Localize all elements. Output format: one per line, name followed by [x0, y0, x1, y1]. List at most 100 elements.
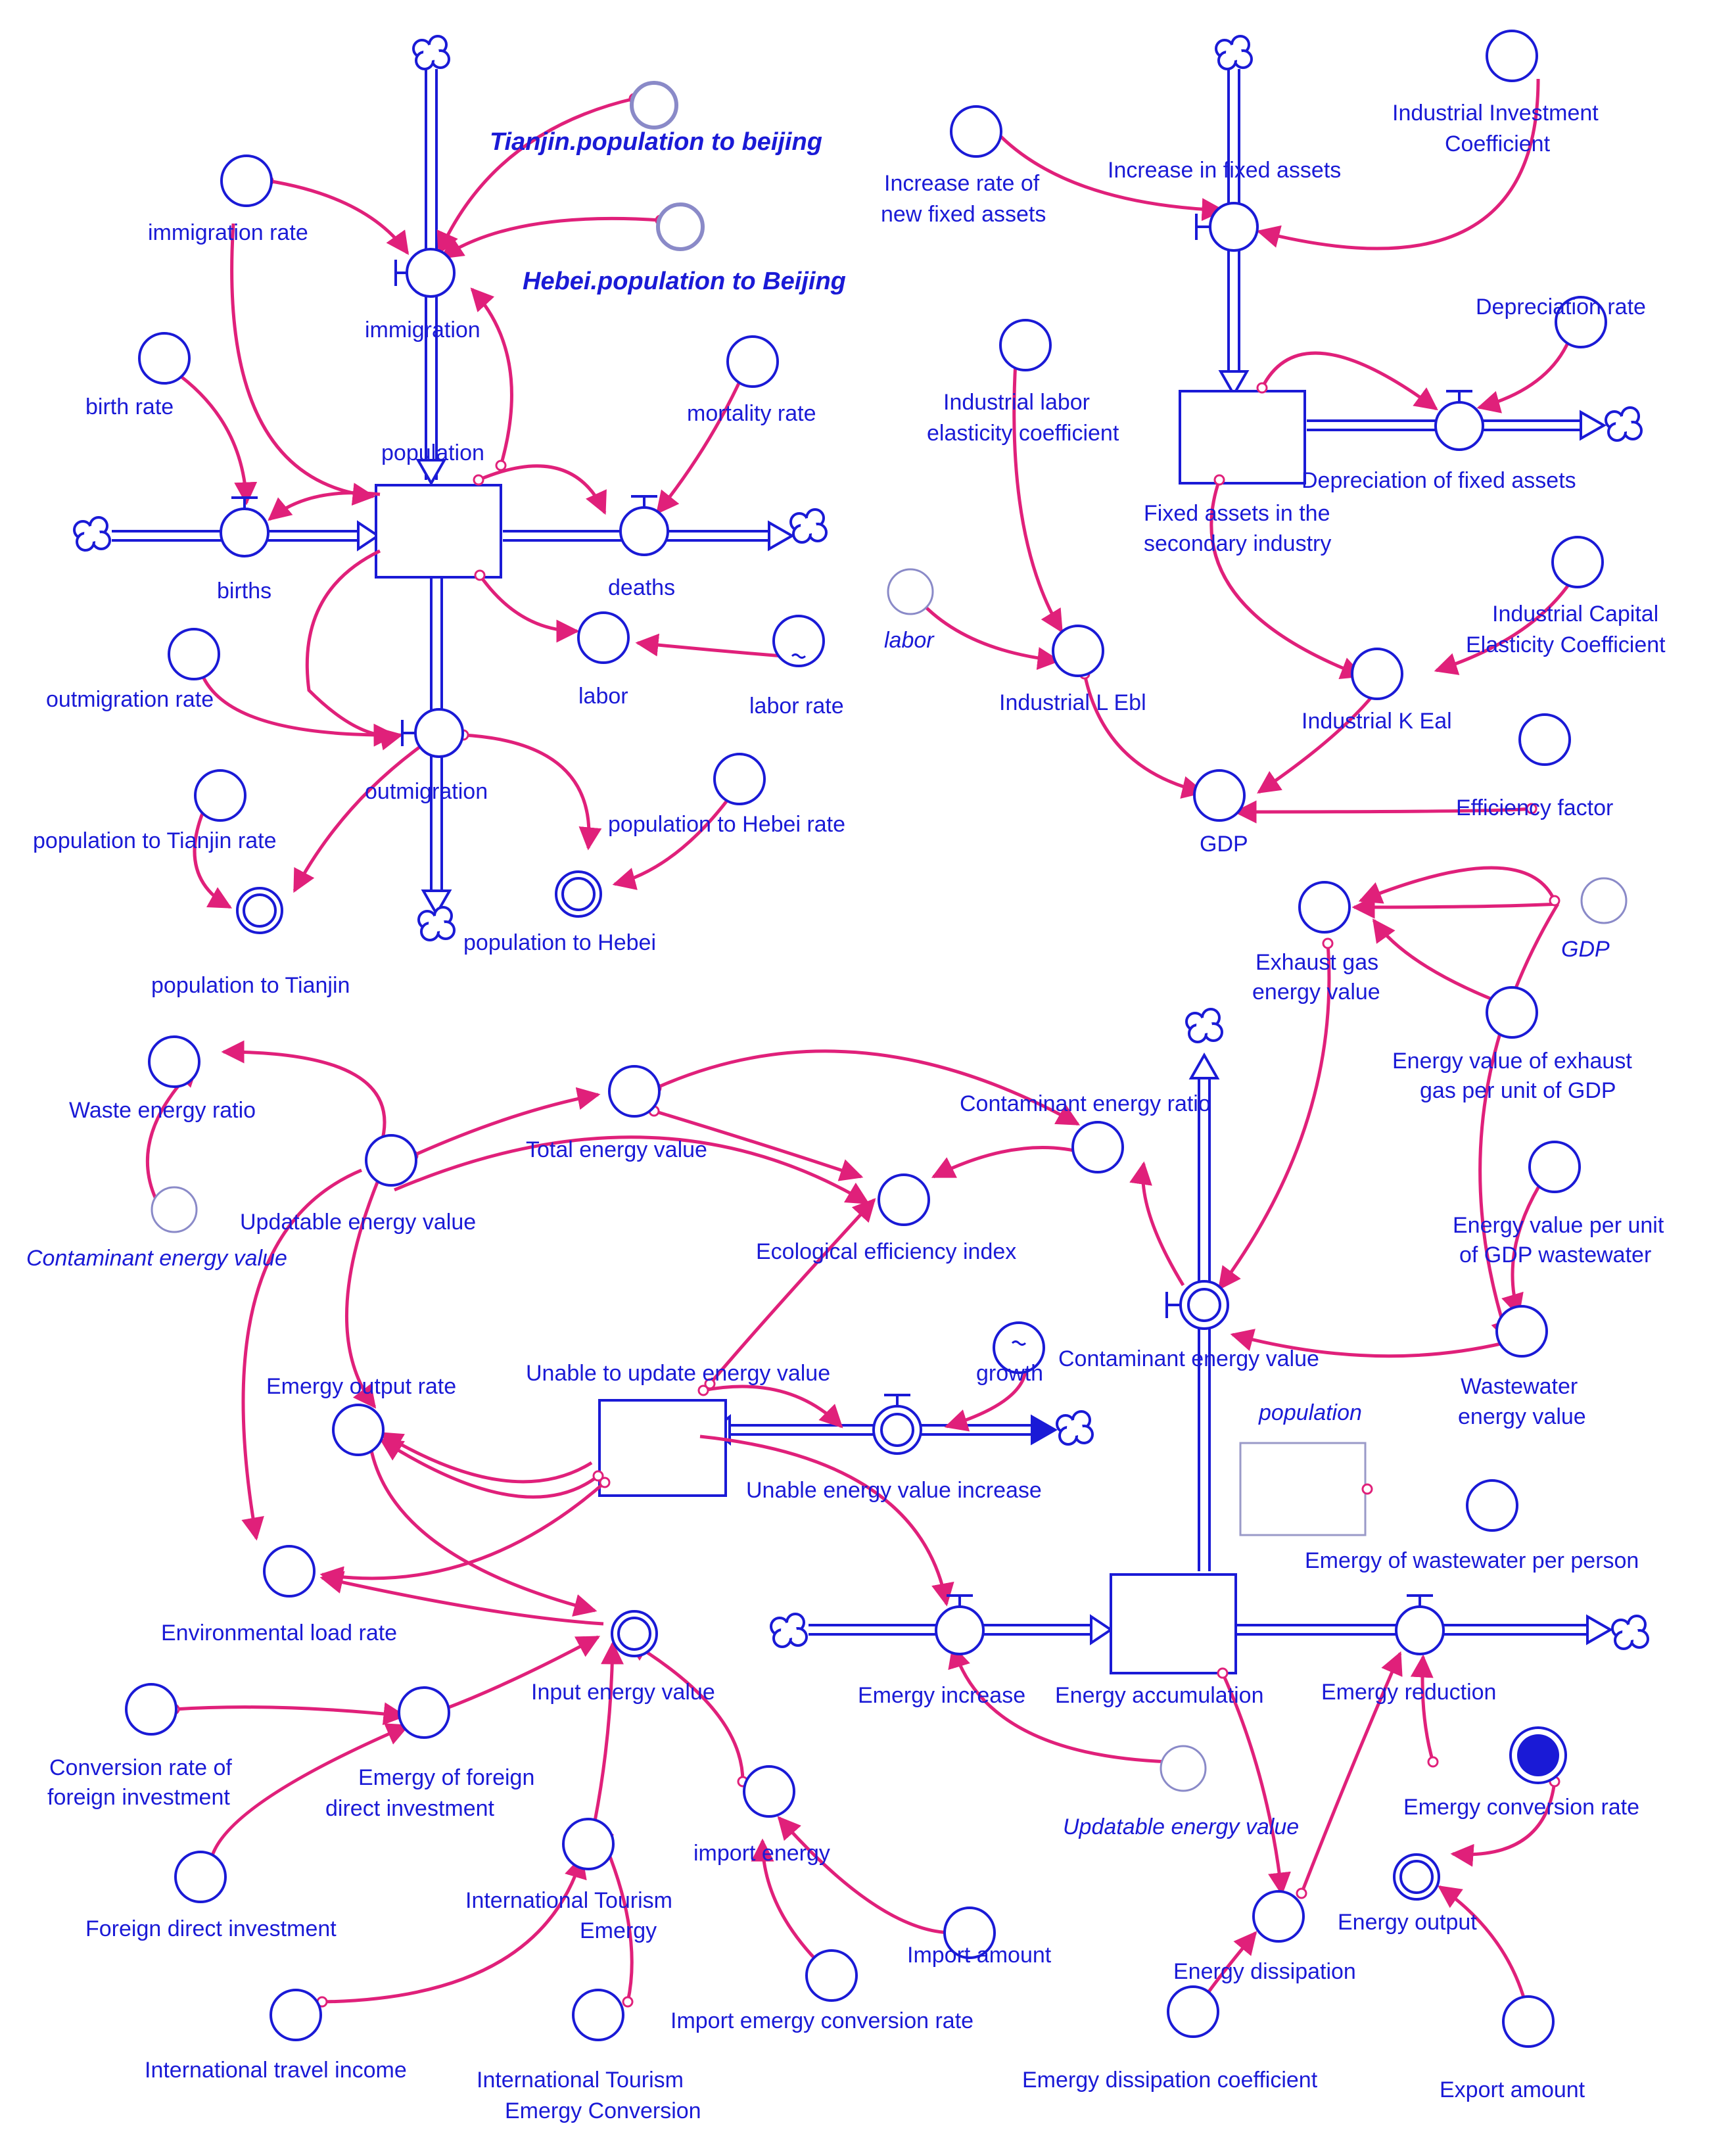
label-energy-exhaust-l1: Energy value of exhaust [1392, 1049, 1632, 1074]
label-foreign-direct-investment: Foreign direct investment [85, 1916, 337, 1941]
flow-arrowheads [357, 370, 1614, 1646]
valve-deaths [619, 495, 669, 556]
valve-increase-fixed [1195, 202, 1259, 252]
label-pop-to-tianjin: population to Tianjin [151, 973, 350, 998]
label-population: population [381, 440, 484, 465]
cloud-sources-sinks [73, 35, 1649, 1650]
label-ecological-efficiency: Ecological efficiency index [756, 1239, 1016, 1264]
label-deaths: deaths [608, 575, 675, 600]
label-mortality-rate: mortality rate [687, 401, 816, 426]
label-emergy-foreign-l1: Emergy of foreign [358, 1765, 534, 1790]
emergy-conversion-rate-filled [1509, 1726, 1567, 1784]
label-industrial-capital-l2: Elasticity Coefficient [1466, 632, 1666, 657]
label-waste-energy-ratio: Waste energy ratio [69, 1098, 256, 1123]
label-fixed-assets-l2: secondary industry [1144, 531, 1331, 556]
label-hebei-pop-to-beijing: Hebei.population to Beijing [523, 268, 846, 295]
label-industrial-capital-l1: Industrial Capital [1492, 602, 1658, 627]
label-labor: labor [578, 684, 628, 709]
label-total-energy-value: Total energy value [526, 1137, 707, 1162]
label-unable-to-update: Unable to update energy value [526, 1361, 830, 1386]
causal-links [145, 78, 1591, 2004]
label-intl-tourism-energy-l1: International Tourism [465, 1888, 672, 1913]
valve-contaminant [1165, 1280, 1229, 1330]
label-industrial-labor-l2: elasticity coefficient [927, 421, 1119, 446]
label-import-emergy-conversion: Import emergy conversion rate [670, 2008, 974, 2033]
label-fixed-assets-l1: Fixed assets in the [1144, 501, 1330, 526]
label-intl-travel-income: International travel income [145, 2058, 407, 2083]
label-pop-to-tianjin-rate: population to Tianjin rate [33, 828, 276, 853]
valve-emergy-increase [935, 1594, 985, 1655]
label-emergy-wastewater-per-person: Emergy of wastewater per person [1305, 1548, 1639, 1573]
label-wastewater-l1: Wastewater [1461, 1374, 1578, 1399]
label-growth: growth [976, 1361, 1043, 1386]
label-pop-to-hebei: population to Hebei [463, 930, 656, 955]
label-tianjin-pop-to-beijing: Tianjin.population to beijing [490, 128, 822, 156]
label-wastewater-l2: energy value [1458, 1404, 1586, 1429]
valve-emergy-reduction [1395, 1594, 1445, 1655]
label-birth-rate: birth rate [85, 394, 174, 419]
label-industrial-k-eal: Industrial K Eal [1302, 709, 1452, 734]
label-labor-rate: labor rate [749, 694, 844, 719]
label-industrial-investment-l2: Coefficient [1445, 131, 1551, 156]
label-labor-shadow: labor [884, 628, 935, 653]
stock-population [375, 484, 502, 579]
label-industrial-l-ebl: Industrial L Ebl [999, 690, 1146, 715]
link-origins [152, 93, 1595, 2008]
label-environmental-load-rate: Environmental load rate [161, 1621, 397, 1646]
label-contaminant-energy-value-shadow: Contaminant energy value [26, 1246, 287, 1271]
label-import-amount: Import amount [907, 1943, 1052, 1968]
valves [220, 202, 1484, 1655]
flow-pipes [112, 69, 1591, 1636]
label-intl-tourism-conv-l1: International Tourism [477, 2068, 684, 2093]
label-exhaust-gas-l1: Exhaust gas [1255, 950, 1378, 975]
label-outmigration: outmigration [365, 779, 488, 804]
label-industrial-investment-l1: Industrial Investment [1392, 101, 1599, 126]
label-depreciation-rate: Depreciation rate [1476, 295, 1646, 320]
valve-outmigration [401, 708, 464, 758]
label-emergy-conversion-rate: Emergy conversion rate [1403, 1795, 1639, 1820]
label-unable-energy-increase: Unable energy value increase [746, 1478, 1042, 1503]
label-conversion-foreign-l1: Conversion rate of [49, 1755, 232, 1780]
double-circles [236, 870, 1440, 1901]
label-depreciation-of-fixed: Depreciation of fixed assets [1302, 468, 1576, 493]
label-conversion-foreign-l2: foreign investment [47, 1785, 230, 1810]
auxiliaries [125, 30, 1607, 2048]
label-export-amount: Export amount [1440, 2077, 1585, 2102]
label-industrial-labor-l1: Industrial labor [943, 390, 1090, 415]
label-immigration: immigration [365, 318, 481, 343]
label-outmigration-rate: outmigration rate [46, 687, 214, 712]
stocks [375, 390, 1367, 1674]
label-updatable-energy-value: Updatable energy value [240, 1210, 476, 1235]
label-updatable-energy-shadow: Updatable energy value [1063, 1814, 1299, 1839]
valve-immigration [394, 248, 456, 298]
label-energy-output: Energy output [1338, 1910, 1477, 1935]
label-intl-tourism-conv-l2: Emergy Conversion [505, 2098, 701, 2123]
label-pop-to-hebei-rate: population to Hebei rate [608, 812, 845, 837]
stock-unable-to-update [598, 1399, 727, 1497]
label-input-energy-value: Input energy value [531, 1680, 715, 1705]
label-emergy-output-rate: Emergy output rate [266, 1374, 456, 1399]
valve-unable-increase [872, 1394, 922, 1455]
valve-births [220, 496, 270, 557]
lookup-marks [791, 653, 1027, 1346]
stock-population-shadow [1239, 1442, 1367, 1536]
label-emergy-foreign-l2: direct investment [325, 1796, 495, 1821]
label-efficiency-factor: Efficiency factor [1456, 795, 1613, 820]
shadow-variables [151, 81, 1628, 1792]
label-energy-dissipation: Energy dissipation [1173, 1959, 1356, 1984]
label-emergy-increase: Emergy increase [858, 1683, 1025, 1708]
label-gdp: GDP [1200, 832, 1248, 857]
label-births: births [217, 579, 271, 604]
label-increase-in-fixed: Increase in fixed assets [1108, 158, 1341, 183]
stock-energy-accumulation [1110, 1573, 1237, 1674]
label-increase-rate-l2: new fixed assets [881, 202, 1046, 227]
label-exhaust-gas-l2: energy value [1252, 980, 1380, 1005]
label-emergy-dissipation-coefficient: Emergy dissipation coefficient [1022, 2068, 1318, 2093]
label-contaminant-energy-ratio: Contaminant energy ratio [960, 1091, 1211, 1116]
label-energy-exhaust-l2: gas per unit of GDP [1420, 1078, 1616, 1103]
label-emergy-reduction: Emergy reduction [1321, 1680, 1496, 1705]
stock-fixed-assets [1179, 390, 1306, 485]
label-energy-wastewater-l2: of GDP wastewater [1459, 1243, 1651, 1267]
label-increase-rate-l1: Increase rate of [884, 171, 1040, 196]
